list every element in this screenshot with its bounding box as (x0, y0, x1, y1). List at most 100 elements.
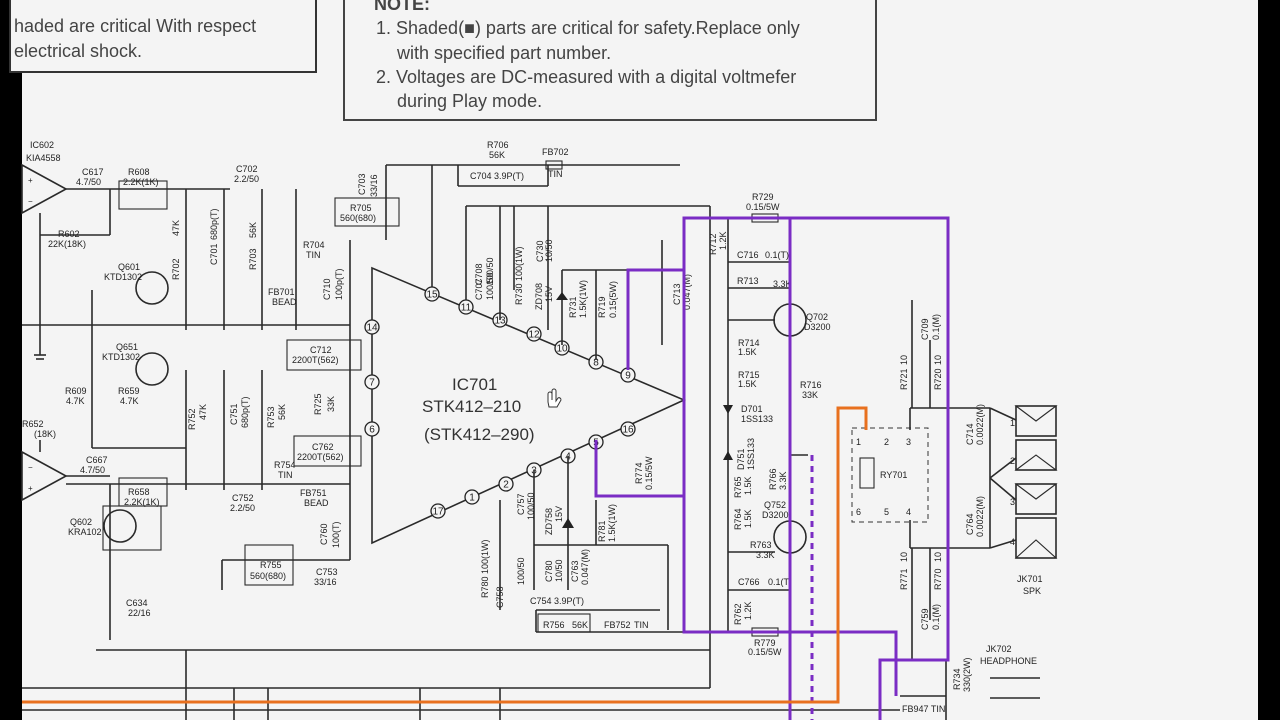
svg-text:1SS133: 1SS133 (741, 414, 773, 424)
svg-text:Q702: Q702 (806, 312, 828, 322)
svg-text:R762: R762 (733, 603, 743, 625)
svg-text:560(680): 560(680) (340, 213, 376, 223)
svg-text:2.2K(1K): 2.2K(1K) (123, 177, 159, 187)
svg-text:2200T(562): 2200T(562) (297, 452, 344, 462)
svg-text:C714: C714 (965, 423, 975, 445)
svg-text:R652: R652 (22, 419, 44, 429)
svg-text:C780: C780 (544, 560, 554, 582)
svg-text:SPK: SPK (1023, 586, 1041, 596)
svg-text:R766: R766 (768, 468, 778, 490)
note-header: NOTE: (374, 0, 430, 14)
svg-text:D3200: D3200 (762, 510, 789, 520)
svg-text:R713: R713 (737, 276, 759, 286)
svg-text:Q752: Q752 (764, 500, 786, 510)
svg-text:10: 10 (899, 355, 909, 365)
mouse-cursor-icon (547, 388, 562, 408)
ic-pin-1 (464, 489, 480, 505)
svg-text:1.5K: 1.5K (738, 347, 757, 357)
svg-text:R729: R729 (752, 192, 774, 202)
svg-text:0.1(M): 0.1(M) (931, 604, 941, 630)
svg-text:560(680): 560(680) (250, 571, 286, 581)
headphone-jack-jk702: JK702 HEADPHONE R734 330(2W) FB947 TIN (900, 644, 1040, 720)
ic-pin-label: 1 (469, 493, 475, 504)
svg-text:TIN: TIN (278, 470, 293, 480)
svg-text:KTD1302: KTD1302 (104, 272, 142, 282)
svg-text:D3200: D3200 (804, 322, 831, 332)
svg-text:R731: R731 (568, 296, 578, 318)
svg-text:4.7K: 4.7K (120, 396, 139, 406)
svg-text:0.047(M): 0.047(M) (682, 274, 692, 310)
svg-text:3.3K: 3.3K (778, 471, 788, 490)
svg-text:C752: C752 (232, 493, 254, 503)
svg-text:C712: C712 (310, 345, 332, 355)
svg-text:C759: C759 (920, 608, 930, 630)
ic-pin-16 (620, 421, 636, 437)
svg-text:R602: R602 (58, 229, 80, 239)
svg-text:Q601: Q601 (118, 262, 140, 272)
svg-text:0.15/5W: 0.15/5W (644, 456, 654, 490)
svg-text:R755: R755 (260, 560, 282, 570)
ic-pin-17 (430, 503, 446, 519)
note-box: NOTE: 1. Shaded(■) parts are critical fo… (343, 0, 877, 121)
svg-text:R781: R781 (597, 520, 607, 542)
svg-text:C764: C764 (965, 513, 975, 535)
svg-text:RY701: RY701 (880, 470, 907, 480)
ic-pin-label: 7 (369, 378, 375, 389)
svg-text:KTD1302: KTD1302 (102, 352, 140, 362)
svg-text:56K: 56K (572, 620, 588, 630)
svg-text:330(2W): 330(2W) (962, 657, 972, 692)
svg-text:C758: C758 (495, 586, 505, 608)
svg-text:56K: 56K (248, 222, 258, 238)
svg-text:ZD758: ZD758 (544, 508, 554, 535)
svg-text:R734: R734 (952, 668, 962, 690)
svg-text:6: 6 (856, 507, 861, 517)
note-item2-line2: during Play mode. (397, 91, 542, 111)
svg-text:2.2K(1K): 2.2K(1K) (124, 497, 160, 507)
ic-pin-label: 16 (622, 425, 634, 436)
svg-text:BEAD: BEAD (272, 297, 297, 307)
svg-text:100p(T): 100p(T) (334, 268, 344, 300)
svg-text:0.15/5W: 0.15/5W (748, 647, 782, 657)
svg-text:56K: 56K (277, 404, 287, 420)
svg-text:R609: R609 (65, 386, 87, 396)
left-components: C617 4.7/50 R608 2.2K(1K) R602 22K(18K) … (22, 164, 350, 640)
svg-text:R716: R716 (800, 380, 822, 390)
svg-text:TIN: TIN (548, 169, 563, 179)
svg-text:C753: C753 (316, 567, 338, 577)
svg-text:C713: C713 (672, 283, 682, 305)
note-item1-line2: with specified part number. (396, 43, 611, 63)
svg-text:C709: C709 (920, 318, 930, 340)
svg-text:C766: C766 (738, 577, 760, 587)
svg-text:R764: R764 (733, 508, 743, 530)
ic-pin-label: 13 (494, 316, 506, 327)
ic-pin-2 (498, 476, 514, 492)
svg-text:R752: R752 (187, 408, 197, 430)
speaker-jack-jk701: 1 2 3 4 JK701 SPK (989, 405, 1058, 596)
svg-text:2.2/50: 2.2/50 (234, 174, 259, 184)
svg-text:FB702: FB702 (542, 147, 569, 157)
svg-text:HEADPHONE: HEADPHONE (980, 656, 1037, 666)
svg-text:+: + (28, 176, 33, 185)
svg-text:C702: C702 (236, 164, 258, 174)
svg-text:C730: C730 (535, 240, 545, 262)
svg-text:3: 3 (906, 437, 911, 447)
svg-text:100(T): 100(T) (331, 521, 341, 548)
svg-text:0.15/5W: 0.15/5W (746, 202, 780, 212)
svg-text:0.047(M): 0.047(M) (580, 549, 590, 585)
svg-text:47K: 47K (198, 404, 208, 420)
svg-text:47K: 47K (171, 220, 181, 236)
ic701-label: IC701 (452, 375, 497, 394)
svg-text:C751: C751 (229, 403, 239, 425)
note-item1-line1: 1. Shaded(■) parts are critical for safe… (376, 18, 800, 38)
svg-text:FB947 TIN: FB947 TIN (902, 704, 945, 714)
svg-text:R765: R765 (733, 476, 743, 498)
highlight-traces (22, 216, 950, 720)
svg-text:1.5K: 1.5K (743, 509, 753, 528)
svg-text:4: 4 (906, 507, 911, 517)
svg-text:15V: 15V (554, 506, 564, 522)
svg-text:JK701: JK701 (1017, 574, 1043, 584)
ic-pin-label: 10 (556, 344, 568, 355)
